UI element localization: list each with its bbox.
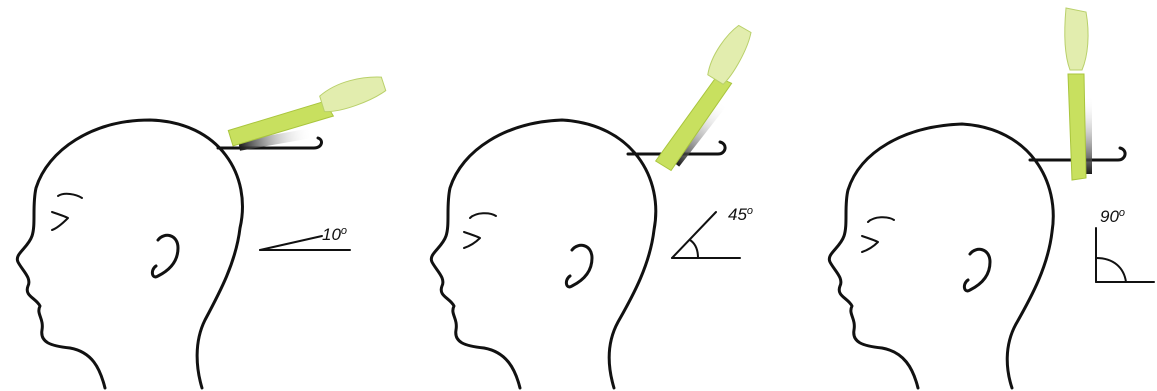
- comb-icon: [223, 74, 391, 152]
- angle-indicator-10: 10o: [260, 225, 350, 250]
- head-profile: [829, 124, 1053, 388]
- eye-closed: [464, 232, 480, 248]
- comb-icon: [640, 22, 772, 174]
- comb-handle: [1068, 74, 1086, 180]
- comb-handle: [653, 73, 737, 172]
- angle-label-90: 90o: [1100, 207, 1125, 226]
- eyebrow: [58, 194, 82, 198]
- ear: [152, 235, 178, 277]
- comb-head: [701, 22, 759, 86]
- comb-head: [1065, 8, 1088, 70]
- figure-10-degrees: 10o: [17, 74, 391, 388]
- eye-closed: [52, 212, 68, 230]
- ear: [964, 249, 990, 291]
- figure-90-degrees: 90o: [829, 8, 1154, 388]
- comb-icon: [1065, 8, 1092, 180]
- angle-indicator-90: 90o: [1096, 207, 1154, 282]
- comb-head: [318, 74, 388, 113]
- eyebrow: [470, 213, 496, 218]
- eye-closed: [862, 236, 878, 252]
- angle-indicator-45: 45o: [672, 205, 753, 258]
- angle-label-45: 45o: [728, 205, 753, 224]
- figure-45-degrees: 45o: [431, 22, 771, 388]
- ear: [566, 245, 592, 287]
- eyebrow: [868, 217, 894, 222]
- head-profile: [431, 120, 656, 388]
- head-profile: [17, 120, 242, 388]
- angle-label-10: 10o: [322, 225, 347, 244]
